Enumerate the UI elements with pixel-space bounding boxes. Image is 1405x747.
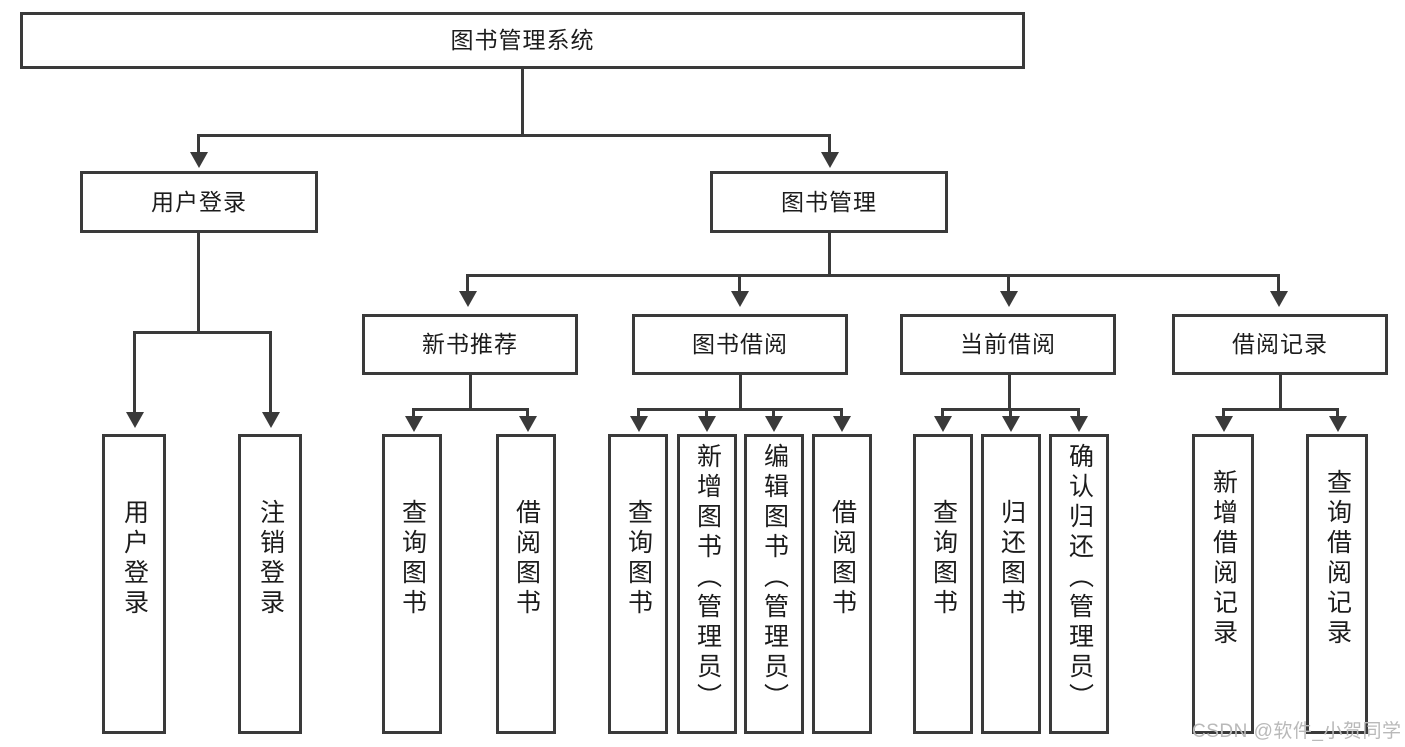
connector-user-login-leg-2 <box>269 331 272 415</box>
node-label: 新书推荐 <box>422 331 518 358</box>
leaf-label: 用户登录 <box>120 499 149 619</box>
connector-root-bus <box>197 134 831 137</box>
connector-user-login-leg-1 <box>133 331 136 415</box>
connector-level3-leg-2 <box>738 274 741 294</box>
connector-current-borrow-stem <box>1008 375 1011 411</box>
node-label: 当前借阅 <box>960 331 1056 358</box>
arrow-to-leaf-borrow-book-2 <box>833 416 851 432</box>
arrow-to-leaf-add-record <box>1215 416 1233 432</box>
connector-book-borrow-stem <box>739 375 742 411</box>
arrow-to-new-book-recommend <box>459 291 477 307</box>
connector-borrow-record-leg-1 <box>1222 408 1225 418</box>
connector-book-borrow-leg-3 <box>772 408 775 418</box>
leaf-label: 查询图书 <box>929 499 958 619</box>
connector-book-borrow-leg-1 <box>637 408 640 418</box>
connector-current-borrow-leg-3 <box>1077 408 1080 418</box>
connector-new-book-leg-1 <box>412 408 415 418</box>
leaf-confirm-return-admin[interactable]: 确认归还（管理员） <box>1049 434 1109 734</box>
arrow-to-user-login <box>190 152 208 168</box>
leaf-label: 归还图书 <box>997 499 1026 619</box>
arrow-to-leaf-query-book-2 <box>630 416 648 432</box>
leaf-query-borrow-record[interactable]: 查询借阅记录 <box>1306 434 1368 734</box>
node-book-borrow[interactable]: 图书借阅 <box>632 314 848 375</box>
arrow-to-leaf-add-book <box>698 416 716 432</box>
connector-root-leg-right <box>828 134 831 156</box>
connector-borrow-record-bus <box>1222 408 1339 411</box>
leaf-logout[interactable]: 注销登录 <box>238 434 302 734</box>
arrow-to-leaf-query-book-1 <box>405 416 423 432</box>
connector-book-management-stem <box>828 233 831 276</box>
node-book-management[interactable]: 图书管理 <box>710 171 948 233</box>
arrow-to-book-management <box>821 152 839 168</box>
leaf-label: 新增借阅记录 <box>1209 469 1238 649</box>
node-label: 借阅记录 <box>1232 331 1328 358</box>
connector-level3-leg-3 <box>1007 274 1010 294</box>
connector-new-book-bus <box>412 408 529 411</box>
leaf-add-borrow-record[interactable]: 新增借阅记录 <box>1192 434 1254 734</box>
connector-root-stem <box>521 69 524 136</box>
leaf-label: 编辑图书（管理员） <box>760 443 789 713</box>
arrow-to-borrow-record <box>1270 291 1288 307</box>
node-borrow-record[interactable]: 借阅记录 <box>1172 314 1388 375</box>
leaf-borrow-book-recommend[interactable]: 借阅图书 <box>496 434 556 734</box>
node-label: 图书管理系统 <box>450 27 595 54</box>
arrow-to-leaf-confirm-return <box>1070 416 1088 432</box>
connector-root-leg-left <box>197 134 200 156</box>
arrow-to-current-borrow <box>1000 291 1018 307</box>
connector-current-borrow-leg-1 <box>941 408 944 418</box>
connector-level3-leg-4 <box>1277 274 1280 294</box>
leaf-label: 借阅图书 <box>828 499 857 619</box>
arrow-to-leaf-query-record <box>1329 416 1347 432</box>
node-new-book-recommend[interactable]: 新书推荐 <box>362 314 578 375</box>
leaf-label: 确认归还（管理员） <box>1065 443 1094 713</box>
connector-new-book-leg-2 <box>526 408 529 418</box>
arrow-to-leaf-edit-book <box>765 416 783 432</box>
leaf-query-book-current[interactable]: 查询图书 <box>913 434 973 734</box>
connector-borrow-record-leg-2 <box>1336 408 1339 418</box>
connector-book-borrow-leg-4 <box>840 408 843 418</box>
arrow-to-book-borrow <box>731 291 749 307</box>
connector-new-book-stem <box>469 375 472 411</box>
leaf-label: 查询借阅记录 <box>1323 469 1352 649</box>
connector-borrow-record-stem <box>1279 375 1282 411</box>
leaf-edit-book-admin[interactable]: 编辑图书（管理员） <box>744 434 804 734</box>
connector-level3-leg-1 <box>466 274 469 294</box>
leaf-label: 新增图书（管理员） <box>693 443 722 713</box>
leaf-label: 借阅图书 <box>512 499 541 619</box>
node-root-book-management-system[interactable]: 图书管理系统 <box>20 12 1025 69</box>
leaf-label: 注销登录 <box>256 499 285 619</box>
leaf-label: 查询图书 <box>624 499 653 619</box>
node-current-borrow[interactable]: 当前借阅 <box>900 314 1116 375</box>
leaf-query-book-borrow[interactable]: 查询图书 <box>608 434 668 734</box>
arrow-to-leaf-user-login <box>126 412 144 428</box>
connector-current-borrow-leg-2 <box>1009 408 1012 418</box>
node-user-login[interactable]: 用户登录 <box>80 171 318 233</box>
connector-book-borrow-bus <box>637 408 843 411</box>
connector-book-borrow-leg-2 <box>705 408 708 418</box>
arrow-to-leaf-query-book-3 <box>934 416 952 432</box>
leaf-user-login[interactable]: 用户登录 <box>102 434 166 734</box>
node-label: 图书管理 <box>781 188 877 215</box>
leaf-label: 查询图书 <box>398 499 427 619</box>
leaf-add-book-admin[interactable]: 新增图书（管理员） <box>677 434 737 734</box>
node-label: 图书借阅 <box>692 331 788 358</box>
leaf-query-book-recommend[interactable]: 查询图书 <box>382 434 442 734</box>
leaf-borrow-book-borrow[interactable]: 借阅图书 <box>812 434 872 734</box>
arrow-to-leaf-logout <box>262 412 280 428</box>
connector-level3-bus <box>466 274 1280 277</box>
connector-user-login-bus <box>133 331 272 334</box>
arrow-to-leaf-return-book <box>1002 416 1020 432</box>
arrow-to-leaf-borrow-book-1 <box>519 416 537 432</box>
connector-user-login-stem <box>197 233 200 333</box>
node-label: 用户登录 <box>151 188 247 215</box>
leaf-return-book[interactable]: 归还图书 <box>981 434 1041 734</box>
